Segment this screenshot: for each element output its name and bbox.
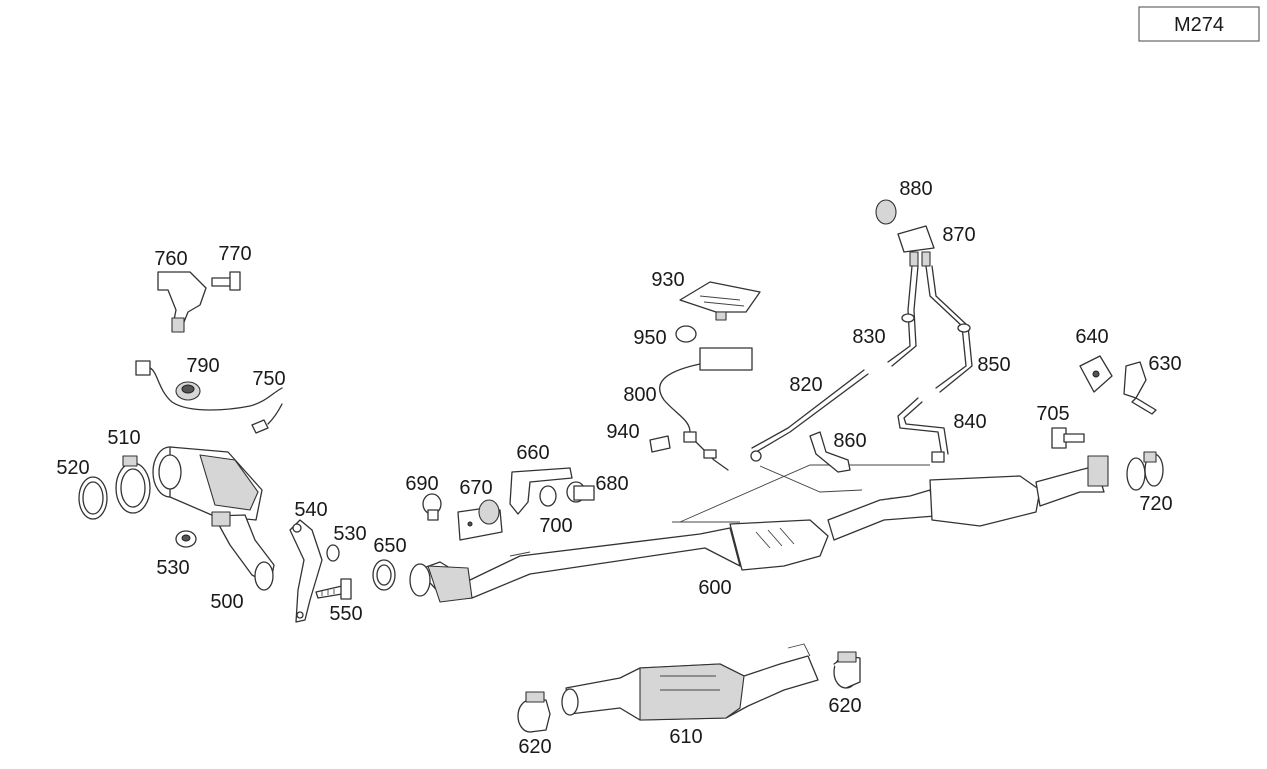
label-760: 760 xyxy=(154,248,187,270)
part-705-bolt xyxy=(1051,427,1085,449)
label-510: 510 xyxy=(107,427,140,449)
part-950-nut xyxy=(675,325,697,343)
label-840: 840 xyxy=(953,411,986,433)
label-950: 950 xyxy=(633,327,666,349)
part-530-nut-right xyxy=(326,544,340,562)
part-620-clamp-right xyxy=(833,651,861,689)
part-850-hose xyxy=(925,265,973,393)
part-860-bracket xyxy=(809,431,851,473)
part-840-pipe xyxy=(897,397,949,463)
part-550-bolt xyxy=(315,578,352,600)
part-770-bolt xyxy=(211,271,241,291)
part-940-clip xyxy=(649,435,671,453)
part-620-clamp-left xyxy=(517,691,551,733)
part-660-bracket xyxy=(509,467,573,515)
part-700-washer xyxy=(539,485,557,507)
label-705: 705 xyxy=(1036,403,1069,425)
part-750-sensor-cable xyxy=(135,360,283,434)
label-770: 770 xyxy=(218,243,251,265)
label-860: 860 xyxy=(833,430,866,452)
label-540: 540 xyxy=(294,499,327,521)
part-630-hanger xyxy=(1123,361,1157,415)
part-520-gasket xyxy=(78,476,108,520)
label-670: 670 xyxy=(459,477,492,499)
label-520: 520 xyxy=(56,457,89,479)
label-600: 600 xyxy=(698,577,731,599)
part-690-bolt xyxy=(422,493,442,521)
label-690: 690 xyxy=(405,473,438,495)
label-530-left: 530 xyxy=(156,557,189,579)
part-510-clamp xyxy=(115,455,151,514)
part-640-bracket xyxy=(1079,355,1113,393)
label-930: 930 xyxy=(651,269,684,291)
part-500-catalytic-converter xyxy=(152,446,275,591)
part-650-gasket xyxy=(372,559,396,591)
part-680-bolt xyxy=(566,481,595,503)
label-830: 830 xyxy=(852,326,885,348)
part-830-hose xyxy=(887,265,919,367)
label-850: 850 xyxy=(977,354,1010,376)
part-labels: 500 510 520 530 530 540 550 600 610 620 … xyxy=(56,178,1181,758)
part-880-cap xyxy=(875,199,897,225)
part-790-clip xyxy=(175,381,201,401)
engine-code-label: M274 xyxy=(1174,14,1224,36)
engine-code-box: M274 xyxy=(1138,6,1260,42)
label-720: 720 xyxy=(1139,493,1172,515)
part-670-hanger xyxy=(457,499,503,541)
label-620-left: 620 xyxy=(518,736,551,758)
label-550: 550 xyxy=(329,603,362,625)
part-600-exhaust-pipe xyxy=(409,455,1109,603)
label-790: 790 xyxy=(186,355,219,377)
label-640: 640 xyxy=(1075,326,1108,348)
part-820-pipe xyxy=(750,369,869,462)
label-660: 660 xyxy=(516,442,549,464)
label-650: 650 xyxy=(373,535,406,557)
part-530-nut-left xyxy=(175,530,197,548)
part-870-sensor xyxy=(897,225,935,267)
part-720-clamp xyxy=(1126,451,1164,491)
part-610-center-pipe xyxy=(561,643,819,721)
part-540-bracket xyxy=(289,519,323,623)
part-800-sensor xyxy=(659,347,753,471)
label-530-right: 530 xyxy=(333,523,366,545)
label-700: 700 xyxy=(539,515,572,537)
label-820: 820 xyxy=(789,374,822,396)
reference-lines xyxy=(672,464,930,523)
part-930-control-unit xyxy=(679,281,761,321)
label-500: 500 xyxy=(210,591,243,613)
label-940: 940 xyxy=(606,421,639,443)
label-630: 630 xyxy=(1148,353,1181,375)
label-800: 800 xyxy=(623,384,656,406)
label-680: 680 xyxy=(595,473,628,495)
label-880: 880 xyxy=(899,178,932,200)
label-870: 870 xyxy=(942,224,975,246)
label-610: 610 xyxy=(669,726,702,748)
label-620-right: 620 xyxy=(828,695,861,717)
label-750: 750 xyxy=(252,368,285,390)
part-760-bracket xyxy=(157,271,207,333)
